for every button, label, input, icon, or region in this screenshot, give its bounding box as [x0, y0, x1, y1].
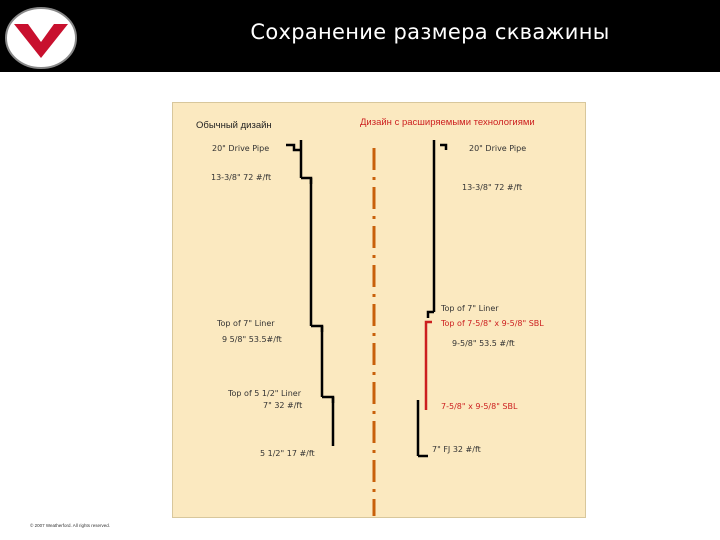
left-casing-20 — [286, 140, 303, 178]
right-label-top-7-liner: Top of 7" Liner — [441, 304, 499, 313]
right-label-sbl: 7-5/8" x 9-5/8" SBL — [441, 402, 518, 411]
right-label-casing-13: 13-3/8" 72 #/ft — [462, 183, 523, 192]
header-bar: Сохранение размера скважины — [0, 0, 720, 72]
company-logo-icon — [5, 7, 77, 69]
copyright-text: © 2007 Weatherford. All rights reserved. — [30, 523, 111, 528]
left-label-drive-pipe: 20" Drive Pipe — [212, 144, 270, 153]
left-casing-13 — [301, 176, 313, 326]
left-casing-7 — [322, 395, 335, 446]
right-label-top-sbl: Top of 7-5/8" x 9-5/8" SBL — [441, 319, 544, 328]
left-label-top-5-liner: Top of 5 1/2" Liner — [228, 389, 301, 398]
left-label-casing-5: 5 1/2" 17 #/ft — [260, 449, 315, 458]
right-label-casing-9: 9-5/8" 53.5 #/ft — [452, 339, 515, 348]
left-label-casing-7: 7" 32 #/ft — [263, 401, 303, 410]
left-label-casing-9: 9 5/8" 53.5#/ft — [222, 335, 282, 344]
right-heading: Дизайн с расширяемыми технологиями — [360, 117, 535, 128]
left-casing-9 — [311, 324, 324, 397]
right-casing-13 — [426, 178, 436, 318]
left-label-casing-13: 13-3/8" 72 #/ft — [211, 173, 272, 182]
right-label-drive-pipe: 20" Drive Pipe — [469, 144, 527, 153]
right-casing-20 — [432, 140, 448, 178]
page-title: Сохранение размера скважины — [250, 20, 610, 44]
right-sbl-top — [424, 320, 432, 410]
right-casing-7fj — [416, 400, 428, 458]
left-heading: Обычный дизайн — [196, 120, 272, 131]
diagram-panel — [172, 102, 586, 518]
right-label-casing-7fj: 7" FJ 32 #/ft — [432, 445, 481, 454]
left-label-top-7-liner: Top of 7" Liner — [217, 319, 275, 328]
